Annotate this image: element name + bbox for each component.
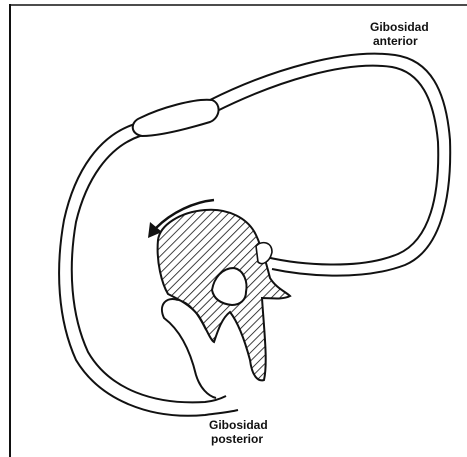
- ring-junction: [256, 243, 272, 264]
- ring-oval-segment: [133, 100, 219, 136]
- label-posterior-hump: Gibosidad posterior: [209, 418, 268, 446]
- label-anterior-hump: Gibosidad anterior: [370, 20, 429, 48]
